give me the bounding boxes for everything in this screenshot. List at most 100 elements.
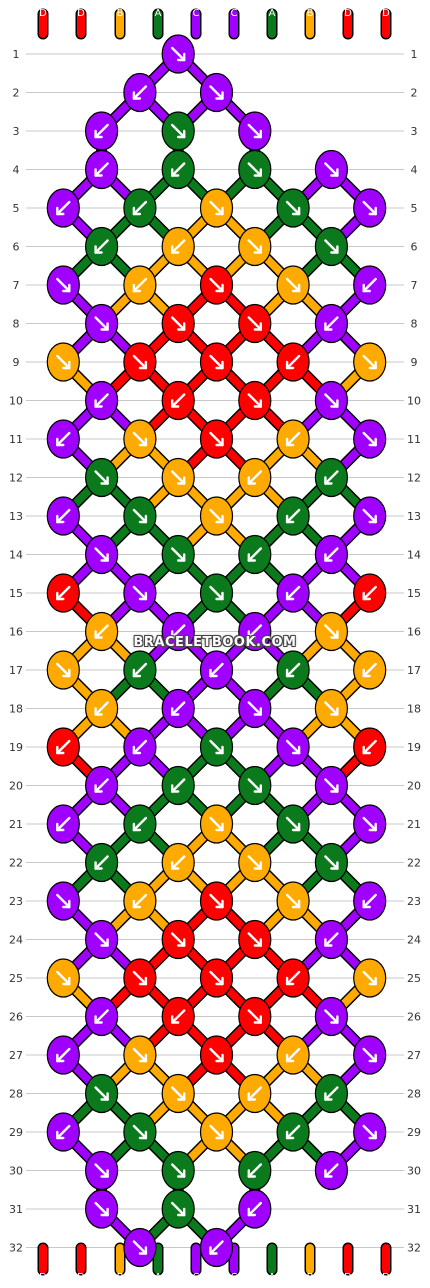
- knot: [84, 534, 119, 575]
- row-label-right: 5: [411, 202, 418, 215]
- knot: [314, 842, 348, 883]
- knot-arrow-icon: [132, 970, 148, 986]
- knot: [314, 457, 348, 498]
- knot: [161, 457, 195, 498]
- knot-arrow-icon: [362, 893, 377, 909]
- row-label-left: 32: [9, 1242, 23, 1255]
- string-label-top: D: [39, 8, 47, 19]
- string-label-top: C: [193, 8, 200, 19]
- knot-arrow-icon: [94, 162, 109, 177]
- knot: [353, 419, 387, 459]
- knot-arrow-icon: [56, 970, 71, 986]
- row-label-right: 16: [407, 626, 421, 639]
- knot: [46, 573, 80, 613]
- knot: [123, 1227, 157, 1268]
- knot: [276, 804, 310, 844]
- string-label-top: A: [269, 8, 276, 19]
- knot: [276, 1112, 310, 1152]
- row-label-right: 1: [411, 48, 418, 61]
- knot-arrow-icon: [209, 1240, 224, 1255]
- knot-arrow-icon: [94, 1201, 109, 1217]
- knot-arrow-icon: [170, 1009, 186, 1024]
- knot: [84, 457, 119, 498]
- row-label-left: 14: [9, 549, 23, 562]
- knot: [46, 727, 80, 767]
- row-label-left: 31: [9, 1203, 23, 1216]
- knot: [199, 1035, 234, 1075]
- knot-arrow-icon: [324, 1086, 339, 1101]
- row-label-right: 17: [407, 664, 421, 677]
- knot-arrow-icon: [247, 1201, 262, 1217]
- knot: [276, 573, 310, 613]
- knot-arrow-icon: [94, 239, 109, 254]
- knot: [161, 534, 195, 575]
- knot-arrow-icon: [362, 1047, 377, 1063]
- knot: [46, 496, 80, 536]
- knot: [199, 72, 234, 113]
- knot: [123, 265, 157, 305]
- row-label-left: 17: [9, 664, 23, 677]
- knot-arrow-icon: [170, 162, 186, 177]
- knot: [46, 650, 80, 690]
- knot-arrow-icon: [285, 431, 301, 447]
- knot-arrow-icon: [324, 855, 339, 870]
- knot-arrow-icon: [247, 855, 262, 870]
- knot-arrow-icon: [94, 393, 109, 408]
- knot-arrow-icon: [285, 200, 301, 216]
- knot: [161, 688, 195, 729]
- row-label-right: 10: [407, 395, 421, 408]
- knot-arrow-icon: [132, 1240, 148, 1255]
- knot-arrow-icon: [324, 239, 339, 254]
- knot: [161, 611, 195, 652]
- knot-grid: [46, 34, 387, 1268]
- knot-arrow-icon: [170, 316, 186, 331]
- knot: [199, 804, 234, 844]
- knot: [123, 188, 157, 228]
- knot-arrow-icon: [247, 1086, 262, 1101]
- knot-arrow-icon: [362, 970, 377, 986]
- string-label-bottom: D: [344, 1272, 352, 1283]
- knot: [238, 534, 272, 575]
- string-label-top: B: [117, 8, 124, 19]
- row-label-right: 22: [407, 857, 421, 870]
- knot: [46, 419, 80, 459]
- row-label-left: 8: [13, 318, 20, 331]
- knot-arrow-icon: [285, 893, 301, 909]
- row-label-right: 26: [407, 1011, 421, 1024]
- row-label-right: 15: [407, 587, 421, 600]
- knot: [161, 1073, 195, 1114]
- knot-arrow-icon: [132, 662, 148, 678]
- row-label-right: 9: [411, 356, 418, 369]
- knot: [314, 765, 348, 806]
- knot-arrow-icon: [247, 470, 262, 485]
- row-label-right: 32: [407, 1242, 421, 1255]
- knot: [199, 881, 234, 921]
- row-label-right: 2: [411, 87, 418, 100]
- knot: [314, 919, 348, 960]
- knot-arrow-icon: [56, 816, 71, 832]
- knot-arrow-icon: [247, 162, 262, 177]
- knot-arrow-icon: [132, 85, 148, 100]
- string-label-top: D: [77, 8, 85, 19]
- knot-arrow-icon: [56, 508, 71, 524]
- knot: [238, 1073, 272, 1114]
- knot: [199, 496, 234, 536]
- knot: [314, 1150, 348, 1191]
- knot-arrow-icon: [324, 932, 339, 947]
- knot-arrow-icon: [56, 739, 71, 755]
- knot: [199, 188, 234, 228]
- knot: [238, 1189, 272, 1229]
- row-label-right: 19: [407, 741, 421, 754]
- knot: [84, 765, 119, 806]
- knot-arrow-icon: [94, 316, 109, 331]
- knot: [161, 149, 195, 190]
- knot: [46, 804, 80, 844]
- string-label-bottom: B: [307, 1272, 314, 1283]
- knot-arrow-icon: [247, 932, 262, 947]
- row-label-right: 25: [407, 972, 421, 985]
- knot: [46, 881, 80, 921]
- knot: [161, 842, 195, 883]
- knot: [276, 342, 310, 382]
- knot: [84, 1073, 119, 1114]
